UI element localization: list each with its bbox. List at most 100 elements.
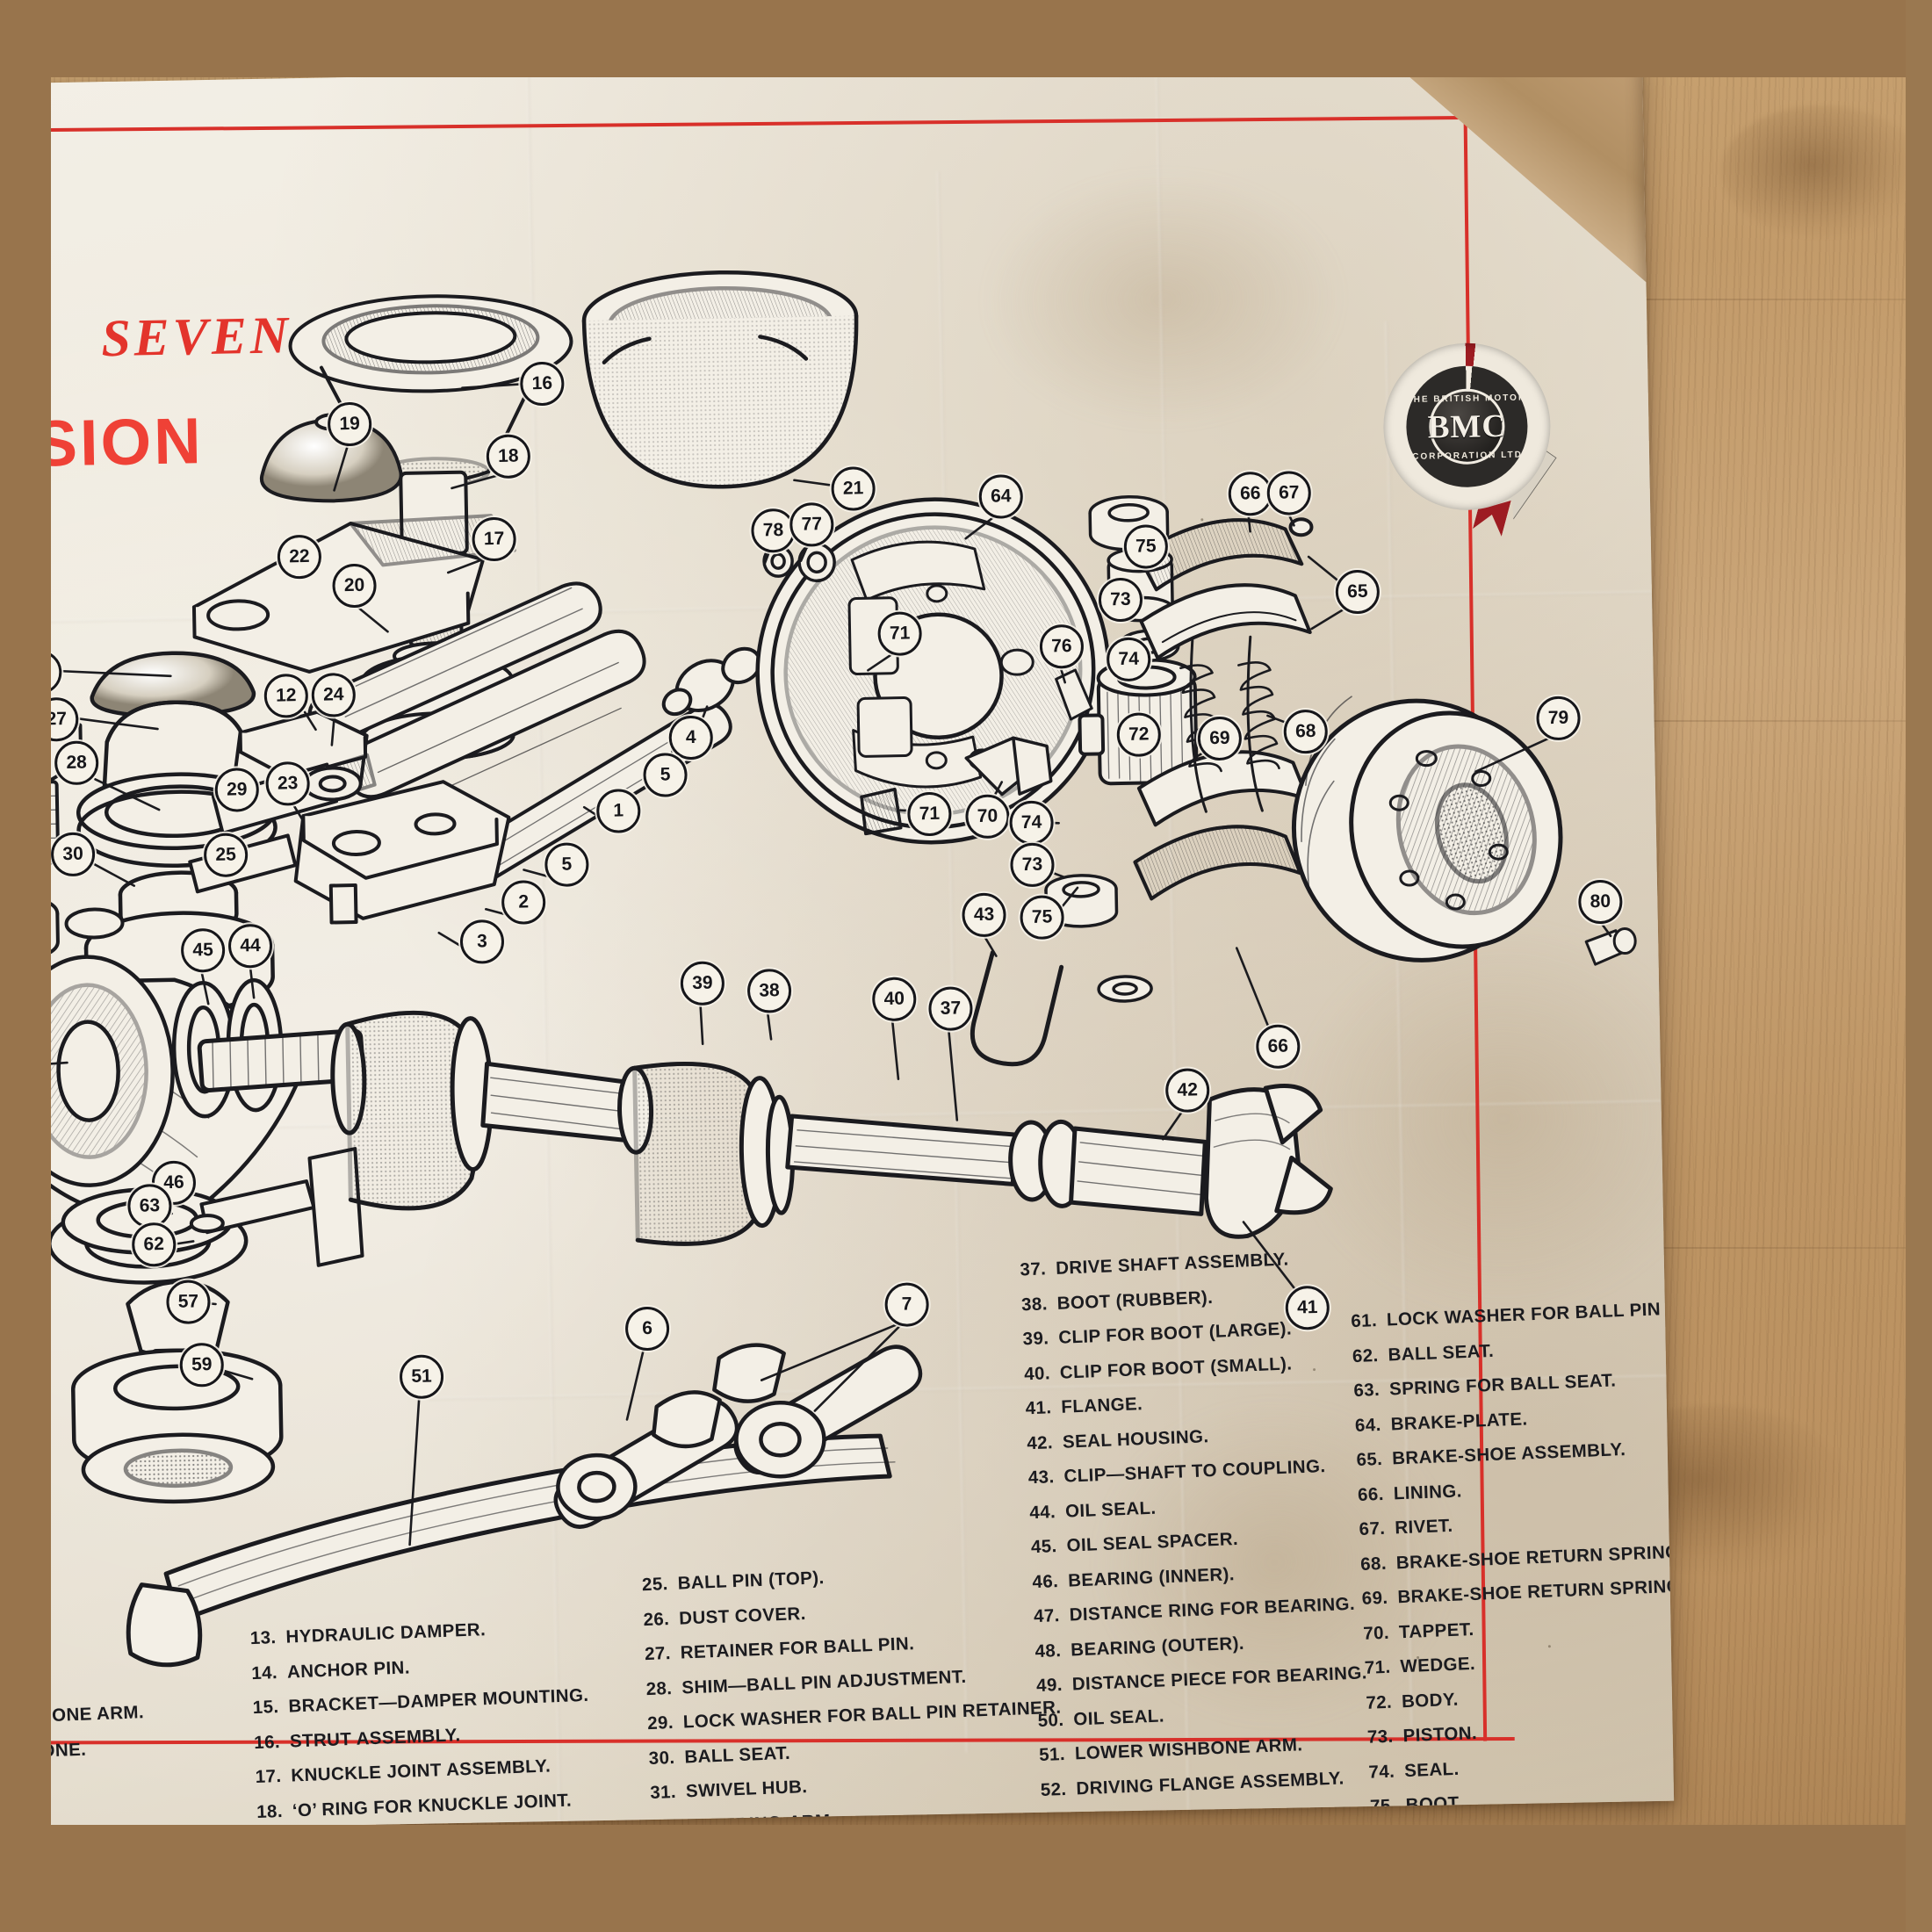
callout-76: 76 [1039,624,1085,669]
callout-20: 20 [332,563,377,609]
callout-80: 80 [1577,879,1623,925]
parts-index-number: 16. [253,1731,281,1753]
callout-62: 62 [131,1222,177,1267]
parts-index-item: 74.SEAL. [1365,1745,1674,1782]
parts-index-item: 15.BRACKET—DAMPER MOUNTING. [249,1685,603,1718]
callout-64: 64 [978,474,1024,519]
callout-42: 42 [1164,1068,1210,1114]
parts-index-item: 62.BALL SEAT. [1348,1329,1674,1366]
parts-index-number: 38. [1020,1293,1049,1315]
callout-7: 7 [884,1282,930,1328]
callout-63: 63 [126,1183,172,1229]
photo-mat-top [0,0,1932,77]
parts-index-label: DISTANCE PIECE FOR BEARING. [1071,1662,1368,1695]
parts-index-label: HYDRAULIC DAMPER. [285,1619,487,1647]
callout-5: 5 [544,842,589,888]
parts-index-item: 66.LINING. [1353,1467,1674,1505]
parts-index-item: 13.HYDRAULIC DAMPER. [246,1617,601,1648]
callout-66: 66 [1228,471,1273,516]
parts-index-label: STRUT ASSEMBLY. [289,1724,461,1752]
callout-75: 75 [1123,523,1169,569]
parts-index-item: 45.OIL SEAL SPACER. [1027,1525,1383,1557]
parts-index-number: 48. [1034,1640,1062,1662]
parts-index-label: BALL PIN (TOP). [677,1568,825,1594]
parts-index-number: 49. [1035,1674,1063,1697]
parts-index-label: BRAKE-SHOE ASSEMBLY. [1391,1438,1626,1469]
parts-index-label: BOOT (RUBBER). [1056,1287,1214,1314]
parts-index-number: 47. [1033,1605,1061,1627]
parts-index-number: 18. [256,1800,284,1822]
callout-78: 78 [751,508,796,553]
parts-index-item: 44.OIL SEAL. [1026,1490,1382,1523]
parts-index-label: WEDGE. [1400,1653,1476,1677]
parts-index-number: 51. [1038,1743,1066,1766]
parts-index-item: 31.SWIVEL HUB. [646,1768,1074,1803]
parts-index-item: 68.BRAKE-SHOE RETURN SPRING (CYLINDER EN… [1357,1535,1674,1575]
callout-74: 74 [1106,637,1151,682]
parts-index-label: BALL SEAT. [1388,1340,1495,1366]
parts-index-label: DUST COVER. [678,1603,807,1629]
curled-corner [1382,54,1650,290]
parts-index-item: 50. OIL SEAL. [1034,1698,1390,1731]
parts-index-item: 39.CLIP FOR BOOT (LARGE). [1019,1317,1375,1349]
callout-2: 2 [501,880,546,925]
parts-index-label: SEAL HOUSING. [1062,1425,1209,1453]
parts-index-number: 42. [1026,1431,1054,1453]
parts-index-item: 14. ANCHOR PIN. [248,1652,602,1683]
callout-38: 38 [746,968,792,1013]
callout-16: 16 [519,361,565,407]
parts-index-number: 61. [1350,1310,1378,1332]
parts-index-label: ANCHOR PIN. [286,1656,411,1683]
parts-index-item: 72.BODY. [1362,1676,1674,1712]
callout-28: 28 [54,740,99,786]
parts-index-item: 42. SEAL HOUSING. [1023,1421,1380,1453]
parts-index-number: 63. [1353,1379,1381,1402]
parts-index-item: 67.RIVET. [1355,1502,1674,1539]
callout-24: 24 [311,672,357,717]
callout-65: 65 [1335,569,1381,615]
callout-71: 71 [906,791,952,837]
parts-index-number: 50. [1037,1709,1064,1731]
callout-40: 40 [871,977,917,1022]
parts-index-item: 70.TAPPET. [1359,1606,1674,1643]
parts-index-item: 40.CLIP FOR BOOT (SMALL). [1020,1352,1377,1384]
parts-index-number: 31. [649,1781,677,1804]
callout-44: 44 [227,923,273,969]
callout-21: 21 [831,466,876,511]
parts-index-item: 41.FLANGE. [1021,1387,1378,1418]
parts-index-item: 48.BEARING (OUTER). [1031,1629,1388,1661]
rosette-bmc-text: BMC [1427,407,1507,446]
callout-43: 43 [962,892,1006,938]
parts-index-label: OIL SEAL. [1072,1705,1165,1729]
parts-index-item: 49. DISTANCE PIECE FOR BEARING. [1032,1662,1388,1697]
parts-index-item: 37.DRIVE SHAFT ASSEMBLY. [1016,1248,1373,1280]
callout-6: 6 [624,1306,670,1352]
parts-index-item: 27. RETAINER FOR BALL PIN. [640,1629,1068,1664]
parts-index-label: KNUCKLE JOINT ASSEMBLY. [290,1755,551,1786]
parts-index-number: 68. [1359,1553,1388,1575]
parts-index-label: PISTON. [1402,1722,1478,1747]
parts-index-label: RETAINER FOR BALL PIN. [680,1633,915,1663]
parts-index-label: RIVET. [1394,1515,1453,1539]
parts-index-label: BALL SEAT. [684,1742,791,1767]
parts-index-number: 25. [641,1574,669,1596]
parts-index-item: 29.LOCK WASHER FOR BALL PIN RETAINER. [644,1698,1071,1734]
callout-73: 73 [1010,842,1055,888]
parts-index-number: 28. [645,1677,673,1699]
callout-23: 23 [265,761,311,806]
parts-index-number: 27. [644,1642,672,1665]
parts-index-label: OIL SEAL SPACER. [1066,1528,1239,1556]
parts-index-label: BODY. [1401,1689,1460,1712]
parts-index-number: 14. [250,1662,278,1683]
parts-index-label: FLANGE. [1060,1394,1143,1417]
parts-index-column-e: 61.LOCK WASHER FOR BALL PIN RETAINER.62.… [1347,1294,1674,1832]
parts-index-label: BRAKE-PLATE. [1390,1408,1528,1434]
parts-index-item: 26.DUST COVER. [639,1595,1067,1629]
parts-index-label: BEARING (INNER). [1067,1563,1236,1591]
callout-3: 3 [459,919,505,964]
callout-12: 12 [263,673,309,718]
parts-index-item: 65.BRAKE-SHOE ASSEMBLY. [1352,1432,1674,1470]
parts-index-item: 25. BALL PIN (TOP). [638,1560,1065,1595]
parts-index-label: DISTANCE RING FOR BEARING. [1069,1593,1356,1626]
